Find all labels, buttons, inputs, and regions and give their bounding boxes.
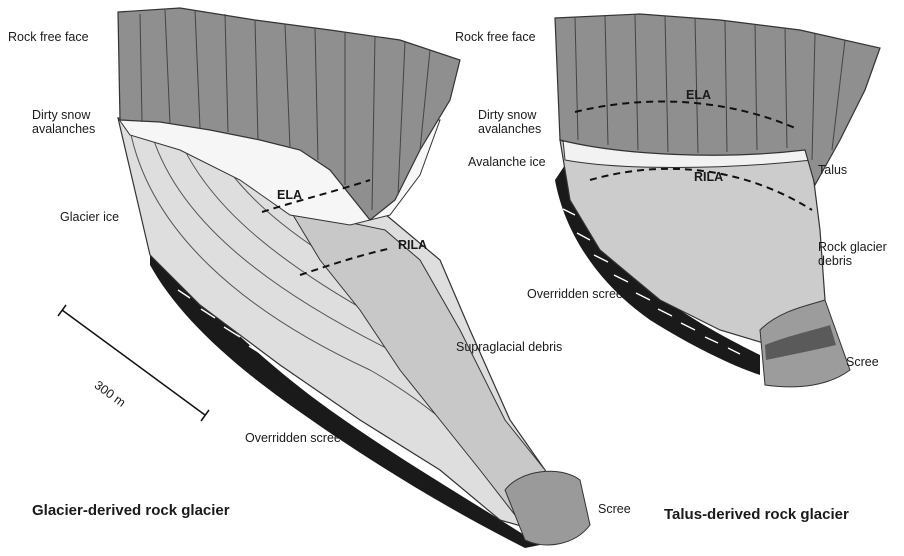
left-glacier-ice-label: Glacier ice bbox=[60, 210, 119, 224]
scale-bar bbox=[58, 305, 209, 421]
right-overridden-scree-label: Overridden scree bbox=[527, 287, 623, 301]
right-rila-label: RILA bbox=[694, 170, 723, 184]
left-ela-label: ELA bbox=[277, 188, 302, 202]
left-scree-label: Scree bbox=[598, 502, 631, 516]
right-ela-label: ELA bbox=[686, 88, 711, 102]
left-rock-free-face-label: Rock free face bbox=[8, 30, 89, 44]
left-diagram bbox=[58, 8, 590, 548]
left-supraglacial-debris-label: Supraglacial debris bbox=[456, 340, 562, 354]
left-diagram-title: Glacier-derived rock glacier bbox=[32, 502, 230, 519]
left-dirty-snow-avalanches-label: Dirty snow avalanches bbox=[32, 108, 112, 137]
left-rila-label: RILA bbox=[398, 238, 427, 252]
right-rock-glacier-debris-label: Rock glacier debris bbox=[818, 240, 898, 269]
right-diagram-title: Talus-derived rock glacier bbox=[664, 506, 849, 523]
right-diagram bbox=[555, 14, 880, 387]
right-scree-label: Scree bbox=[846, 355, 879, 369]
right-dirty-snow-avalanches-label: Dirty snow avalanches bbox=[478, 108, 558, 137]
left-overridden-scree-label: Overridden scree bbox=[245, 431, 341, 445]
right-talus-label: Talus bbox=[818, 163, 847, 177]
right-rock-free-face-label: Rock free face bbox=[455, 30, 536, 44]
right-avalanche-ice-label: Avalanche ice bbox=[468, 155, 546, 169]
